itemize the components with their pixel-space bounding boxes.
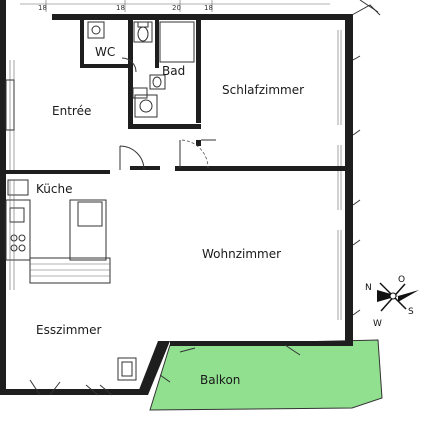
room-label-esszimmer: Esszimmer (36, 323, 101, 337)
room-label-schlafzimmer: Schlafzimmer (222, 83, 304, 97)
balcony-area (149, 339, 383, 411)
dimension-label: 20 (172, 4, 181, 12)
compass-rose: N O S W (365, 275, 419, 329)
room-label-balkon: Balkon (200, 373, 240, 387)
room-label-wohnzimmer: Wohnzimmer (202, 247, 281, 261)
dimension-label: 18 (116, 4, 125, 12)
dimension-label: 18 (204, 4, 213, 12)
room-label-bad: Bad (162, 64, 185, 78)
interior-walls (6, 18, 346, 174)
dimension-line: 18 18 20 18 (20, 0, 330, 12)
bad-fixtures (132, 21, 195, 118)
outer-walls (0, 0, 353, 395)
room-label-wc: WC (95, 45, 115, 59)
compass-north-label: N (365, 283, 372, 293)
windows-right (337, 0, 381, 320)
compass-east-label: O (398, 275, 405, 285)
door-swings (119, 57, 216, 171)
dimension-label: 18 (38, 4, 47, 12)
kitchen-counters (5, 179, 111, 284)
compass-west-label: W (373, 319, 382, 329)
room-label-kueche: Küche (36, 182, 72, 196)
room-label-entree: Entrée (52, 104, 91, 118)
bottom-openings (29, 344, 301, 396)
wc-fixtures (87, 21, 153, 43)
left-edge-markings (5, 60, 15, 290)
compass-south-label: S (408, 307, 414, 317)
